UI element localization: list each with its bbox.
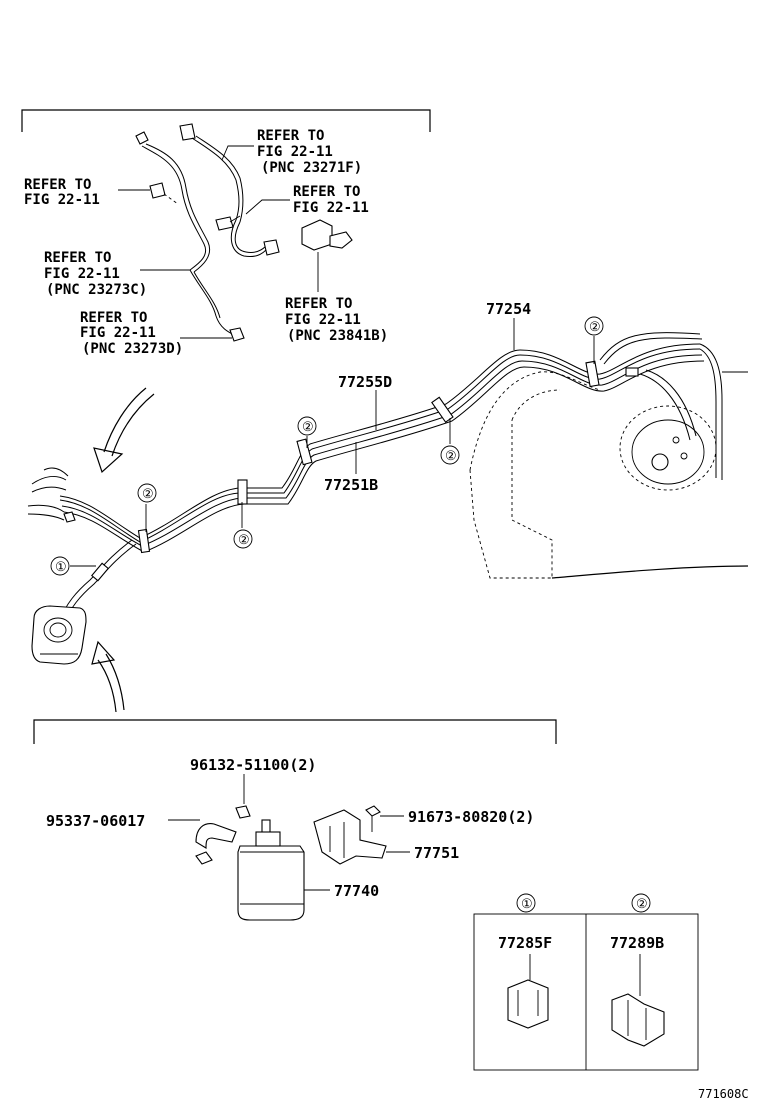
diagram-code: 771608C (698, 1087, 749, 1101)
canister-assembly (195, 805, 387, 921)
refer-block-1: REFER TO FIG 22-11 (PNC 23271F) (257, 128, 362, 176)
vent-hose-assembly (31, 539, 137, 665)
refer-block-5: REFER TO FIG 22-11 (PNC 23841B) (285, 296, 388, 344)
refer-leaders (118, 145, 319, 339)
callout-label: ② (636, 897, 648, 912)
callout-label: ② (445, 449, 457, 464)
refer-block-2: REFER TO FIG 22-11 (24, 177, 100, 208)
callout-two: ② (440, 445, 460, 465)
callout-two: ② (233, 529, 253, 549)
refer-line: (PNC 23271F) (261, 160, 362, 176)
refer-line: FIG 22-11 (24, 192, 100, 208)
part-label-77289b: 77289B (610, 934, 664, 952)
refer-line: REFER TO (285, 296, 352, 312)
fuel-hose-assembly (135, 123, 353, 342)
part-label-77254: 77254 (486, 300, 531, 318)
callout-label: ② (589, 320, 601, 335)
callout-label: ② (238, 533, 250, 548)
refer-line: FIG 22-11 (80, 325, 156, 341)
part-label-96132: 96132-51100(2) (190, 756, 316, 774)
callout-two: ② (584, 316, 604, 336)
part-label-95337: 95337-06017 (46, 812, 145, 830)
refer-line: REFER TO (80, 310, 147, 326)
part-label-77285f: 77285F (498, 934, 552, 952)
clamp-77285f-icon (507, 979, 549, 1029)
callout-label: ① (55, 560, 67, 575)
curved-arrow-up-icon (91, 640, 125, 713)
callout-two: ② (297, 416, 317, 436)
refer-line: REFER TO (293, 184, 360, 200)
part-label-77740: 77740 (334, 882, 379, 900)
refer-line: REFER TO (24, 177, 91, 193)
refer-line: FIG 22-11 (293, 200, 369, 216)
curved-arrow-down-icon (93, 387, 155, 474)
lower-bracket (33, 719, 557, 744)
legend-callout-one: ① (516, 893, 536, 913)
legend-callout-two: ② (631, 893, 651, 913)
part-label-77255d: 77255D (338, 373, 392, 391)
refer-line: FIG 22-11 (44, 266, 120, 282)
callout-leaders (70, 336, 595, 567)
refer-line: FIG 22-11 (257, 144, 333, 160)
part-label-91673: 91673-80820(2) (408, 808, 534, 826)
refer-line: FIG 22-11 (285, 312, 361, 328)
callout-two: ② (137, 483, 157, 503)
refer-line: (PNC 23273D) (82, 341, 183, 357)
refer-line: REFER TO (257, 128, 324, 144)
fuel-tank-outline (469, 371, 749, 579)
refer-block-3: REFER TO FIG 22-11 (293, 184, 369, 216)
refer-block-6: REFER TO FIG 22-11 (PNC 23273D) (80, 310, 183, 357)
part-label-77251b: 77251B (324, 476, 378, 494)
refer-line: (PNC 23841B) (287, 328, 388, 344)
clamp-legend: ① ② 77285F 77289B (473, 893, 699, 1071)
callout-label: ① (521, 897, 533, 912)
top-bracket (21, 109, 431, 132)
refer-block-4: REFER TO FIG 22-11 (PNC 23273C) (44, 250, 147, 298)
callout-label: ② (142, 487, 154, 502)
refer-line: REFER TO (44, 250, 111, 266)
fuel-tube-bundle (27, 332, 748, 553)
tube-clamps (137, 360, 639, 554)
refer-line: (PNC 23273C) (46, 282, 147, 298)
lower-leaders (168, 774, 410, 891)
callout-label: ② (302, 420, 314, 435)
clamp-77289b-icon (611, 993, 665, 1047)
part-label-77751: 77751 (414, 844, 459, 862)
callout-one: ① (50, 556, 70, 576)
